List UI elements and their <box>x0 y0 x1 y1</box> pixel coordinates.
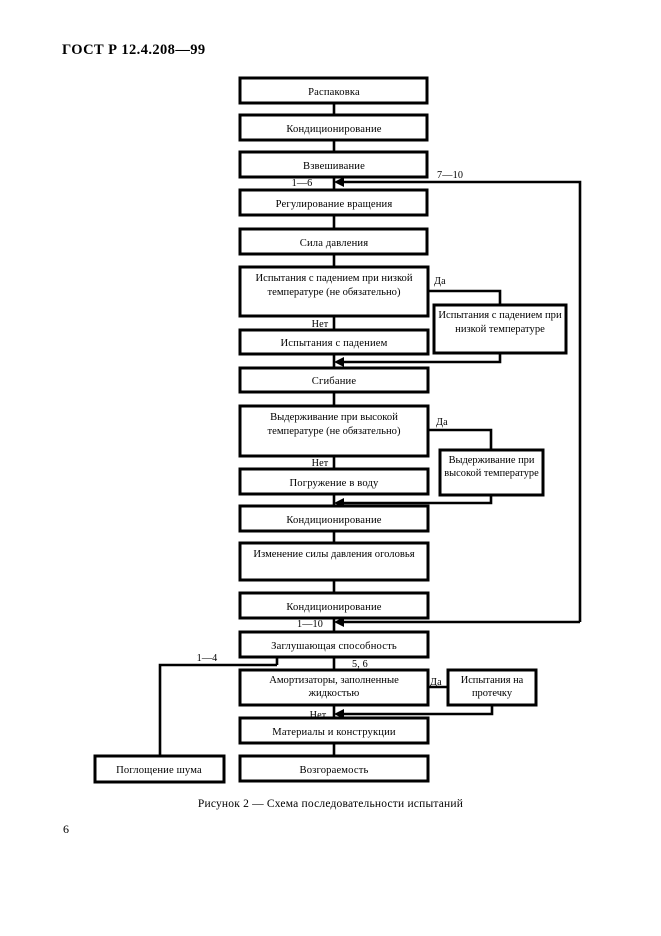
figure-caption: Рисунок 2 — Схема последовательности исп… <box>197 798 464 810</box>
flow-box-high-temp-hold[interactable]: Выдерживание при высокой температуре <box>438 448 545 497</box>
edge-label-1-10: 1—10 <box>297 619 323 630</box>
edge-label-yes-leak: Да <box>430 677 442 688</box>
flow-box-noise-absorption-label: Поглощение шума <box>116 765 202 776</box>
flow-box-drop-low-temp-optional-label: Испытания с падением при низкой температ… <box>255 273 413 298</box>
standard-number-header: ГОСТ Р 12.4.208—99 <box>62 42 206 58</box>
flow-connectors <box>158 103 582 756</box>
flow-box-water-immersion[interactable]: Погружение в воду <box>238 467 430 496</box>
flow-box-flammability[interactable]: Возгораемость <box>238 754 430 783</box>
flow-box-drop-test[interactable]: Испытания с падением <box>238 328 430 356</box>
flow-box-conditioning-1-label: Кондиционирование <box>286 124 381 135</box>
main-flow-boxes: Распаковка Кондиционирование Взвешивание… <box>238 76 430 783</box>
flow-box-conditioning-3-label: Кондиционирование <box>286 602 381 613</box>
connector-leak-test-return <box>340 705 494 716</box>
flow-box-noise-absorption[interactable]: Поглощение шума <box>93 754 226 784</box>
flow-box-muffling-ability[interactable]: Заглушающая способность <box>238 630 430 659</box>
edge-label-no-high-temp: Нет <box>312 458 329 469</box>
flow-box-pressure-force-label: Сила давления <box>300 238 368 249</box>
flow-box-weighing[interactable]: Взвешивание <box>238 150 429 179</box>
flow-box-rotation-adjustment-label: Регулирование вращения <box>276 199 393 210</box>
edge-label-7-10: 7—10 <box>437 170 463 181</box>
edge-label-5-6: 5, 6 <box>352 659 368 670</box>
connector-feedback-7-10 <box>340 180 582 622</box>
flow-box-leak-test-label: Испытания на протечку <box>460 675 524 699</box>
edge-label-1-6: 1—6 <box>292 178 313 189</box>
connector-high-temp-return <box>340 495 493 505</box>
flow-box-high-temp-optional-label: Выдерживание при высокой температуре (не… <box>267 412 401 437</box>
flow-box-headband-force-change-label: Изменение силы давления оголовья <box>253 549 415 560</box>
flow-box-conditioning-2[interactable]: Кондиционирование <box>238 504 430 533</box>
flow-box-muffling-ability-label: Заглушающая способность <box>271 641 397 652</box>
flow-box-conditioning-2-label: Кондиционирование <box>286 515 381 526</box>
flow-box-pressure-force[interactable]: Сила давления <box>238 227 429 256</box>
flow-box-unpack-label: Распаковка <box>308 87 360 98</box>
flow-box-materials-construction-label: Материалы и конструкции <box>272 727 396 738</box>
edge-label-yes-low-temp: Да <box>434 276 446 287</box>
flow-box-unpack[interactable]: Распаковка <box>238 76 429 105</box>
flow-box-headband-force-change[interactable]: Изменение силы давления оголовья <box>238 541 430 582</box>
flow-box-drop-low-temp-label: Испытания с падением при низкой температ… <box>438 310 562 335</box>
flow-box-drop-low-temp[interactable]: Испытания с падением при низкой температ… <box>432 303 568 355</box>
flow-box-high-temp-hold-label: Выдерживание при высокой температуре <box>444 455 539 479</box>
flow-box-bending[interactable]: Сгибание <box>238 366 430 394</box>
edge-label-1-4: 1—4 <box>197 653 218 664</box>
flow-box-drop-low-temp-optional[interactable]: Испытания с падением при низкой температ… <box>238 265 430 318</box>
flow-box-leak-test[interactable]: Испытания на протечку <box>446 668 538 707</box>
flow-box-bending-label: Сгибание <box>312 376 357 387</box>
side-flow-boxes: Испытания с падением при низкой температ… <box>93 303 568 784</box>
flow-box-weighing-label: Взвешивание <box>303 161 365 172</box>
edge-label-no-low-temp: Нет <box>312 319 329 330</box>
arrowhead-drop-low-temp-return <box>334 357 344 367</box>
flow-box-flammability-label: Возгораемость <box>299 765 368 776</box>
flow-box-rotation-adjustment[interactable]: Регулирование вращения <box>238 188 429 217</box>
flow-box-drop-test-label: Испытания с падением <box>280 338 387 349</box>
flow-box-conditioning-3[interactable]: Кондиционирование <box>238 591 430 620</box>
edge-label-yes-high-temp: Да <box>436 417 448 428</box>
connector-yes-to-drop-low-temp <box>428 289 502 305</box>
edge-label-no-leak: Нет <box>310 710 327 721</box>
flow-box-conditioning-1[interactable]: Кондиционирование <box>238 113 429 142</box>
page-number: 6 <box>63 822 69 836</box>
arrowhead-feedback-7-10 <box>334 177 344 187</box>
connector-drop-low-temp-return <box>340 353 502 364</box>
flow-box-materials-construction[interactable]: Материалы и конструкции <box>238 716 430 745</box>
flow-box-water-immersion-label: Погружение в воду <box>290 478 380 489</box>
flow-box-liquid-filled-cushions[interactable]: Амортизаторы, заполненные жидкостью <box>238 668 430 707</box>
connector-yes-to-high-temp <box>428 428 493 450</box>
flow-edge-labels: 1—6 7—10 Да Нет Да Нет 1—10 1—4 5, 6 Да … <box>197 170 463 721</box>
flow-box-liquid-filled-cushions-label: Амортизаторы, заполненные жидкостью <box>269 675 399 700</box>
connector-1-4-to-noise-absorption <box>158 663 277 756</box>
flow-box-high-temp-optional[interactable]: Выдерживание при высокой температуре (не… <box>238 404 430 458</box>
